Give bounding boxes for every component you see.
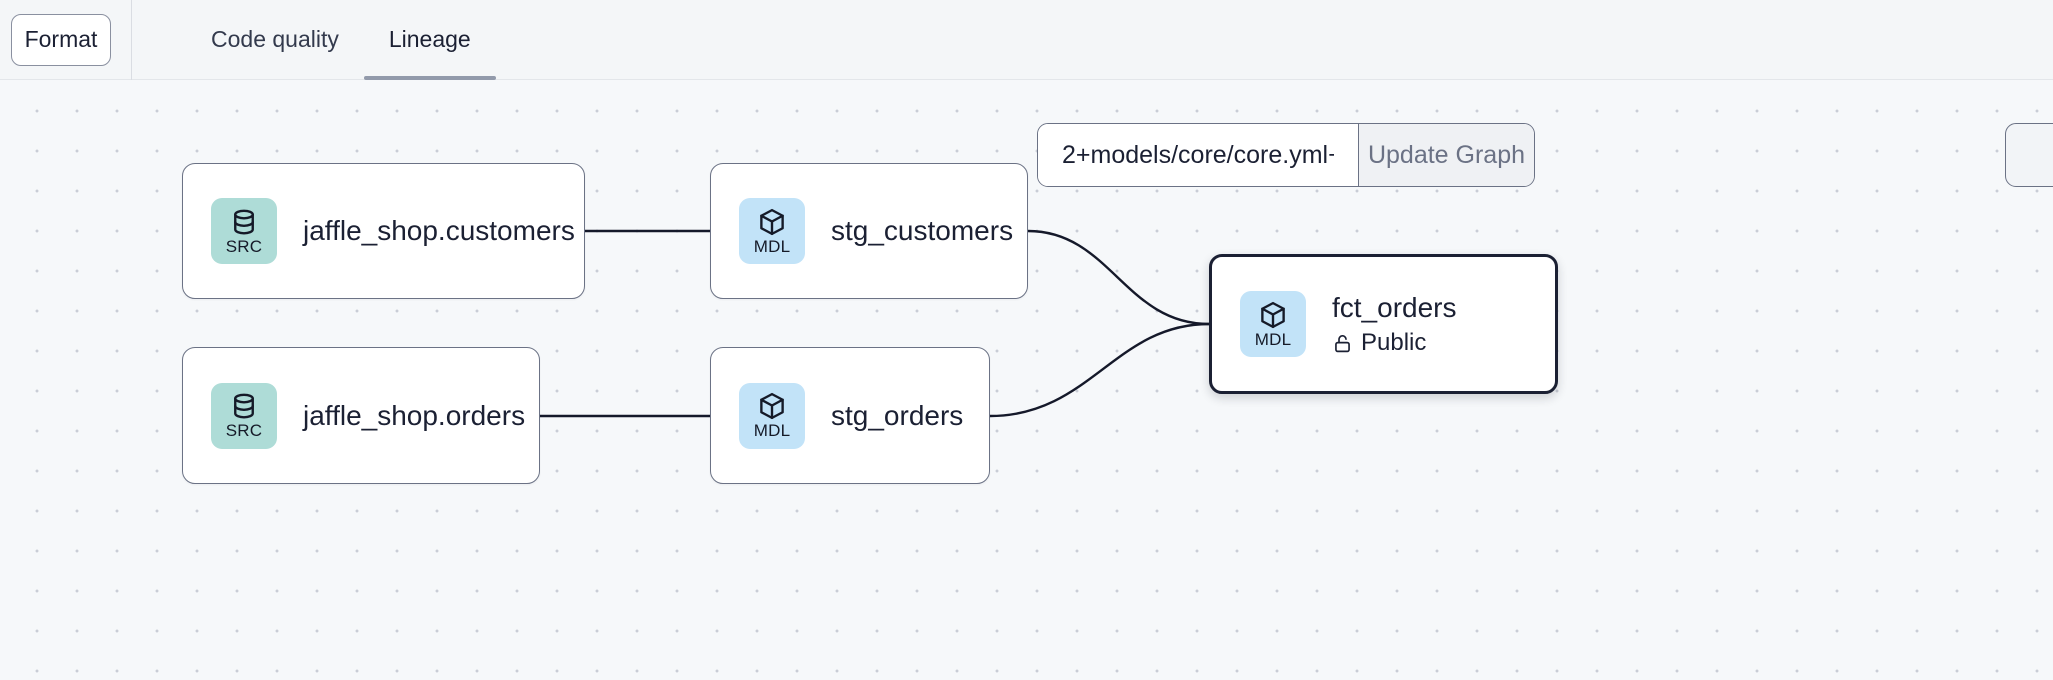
badge-label: SRC bbox=[225, 421, 263, 440]
database-icon bbox=[234, 393, 254, 419]
node-title: fct_orders bbox=[1332, 292, 1457, 323]
node-title: jaffle_shop.orders bbox=[303, 399, 526, 431]
unlock-icon bbox=[1335, 334, 1350, 352]
selector-group: Update Graph bbox=[1037, 123, 1535, 187]
format-button[interactable]: Format bbox=[11, 13, 111, 66]
edge-stg-orders-to-fct-orders bbox=[989, 322, 1210, 418]
update-graph-button[interactable]: Update Graph bbox=[1358, 124, 1534, 186]
node-text-group: fct_orders Public bbox=[1332, 291, 1457, 357]
node-access-row: Public bbox=[1332, 329, 1457, 357]
lineage-node-jaffle-shop-customers[interactable]: SRC jaffle_shop.customers bbox=[182, 163, 585, 299]
badge-label: MDL bbox=[753, 421, 791, 440]
lineage-node-fct-orders[interactable]: MDL fct_orders Public bbox=[1209, 254, 1558, 394]
source-badge: SRC bbox=[211, 198, 277, 264]
graph-selector-input[interactable] bbox=[1038, 124, 1358, 186]
graph-controls: Update Graph bbox=[1037, 123, 1535, 187]
node-title: jaffle_shop.customers bbox=[303, 215, 575, 246]
model-badge: MDL bbox=[1240, 291, 1306, 357]
node-text-group: jaffle_shop.customers bbox=[303, 214, 575, 248]
model-badge: MDL bbox=[739, 382, 805, 449]
node-access-label: Public bbox=[1361, 329, 1427, 356]
tab-lineage[interactable]: Lineage bbox=[363, 0, 496, 80]
lineage-node-stg-customers[interactable]: MDL stg_customers bbox=[710, 163, 1028, 299]
edge-stg-customers-to-fct-orders bbox=[1027, 229, 1210, 326]
node-text-group: jaffle_shop.orders bbox=[303, 399, 525, 433]
badge-label: SRC bbox=[225, 236, 263, 256]
tab-bar: Code quality Lineage bbox=[186, 0, 496, 80]
node-title: stg_customers bbox=[831, 215, 1014, 246]
header-divider bbox=[131, 0, 132, 80]
model-badge: MDL bbox=[739, 198, 805, 264]
lineage-canvas[interactable]: SRC jaffle_shop.customers MDL stg_custom… bbox=[0, 80, 2053, 680]
side-panel-peek[interactable] bbox=[2005, 123, 2053, 187]
toolbar-header: Format Code quality Lineage bbox=[0, 0, 2053, 80]
cube-icon bbox=[1261, 301, 1285, 328]
database-icon bbox=[234, 209, 254, 234]
node-title: stg_orders bbox=[831, 399, 964, 431]
tab-code-quality[interactable]: Code quality bbox=[211, 26, 339, 52]
cube-icon bbox=[760, 392, 784, 420]
node-text-group: stg_orders bbox=[831, 399, 963, 433]
badge-label: MDL bbox=[753, 236, 791, 256]
badge-label: MDL bbox=[1254, 329, 1292, 349]
lineage-node-stg-orders[interactable]: MDL stg_orders bbox=[710, 347, 990, 484]
lineage-node-jaffle-shop-orders[interactable]: SRC jaffle_shop.orders bbox=[182, 347, 540, 484]
source-badge: SRC bbox=[211, 382, 277, 449]
cube-icon bbox=[760, 208, 784, 235]
node-text-group: stg_customers bbox=[831, 214, 1013, 248]
